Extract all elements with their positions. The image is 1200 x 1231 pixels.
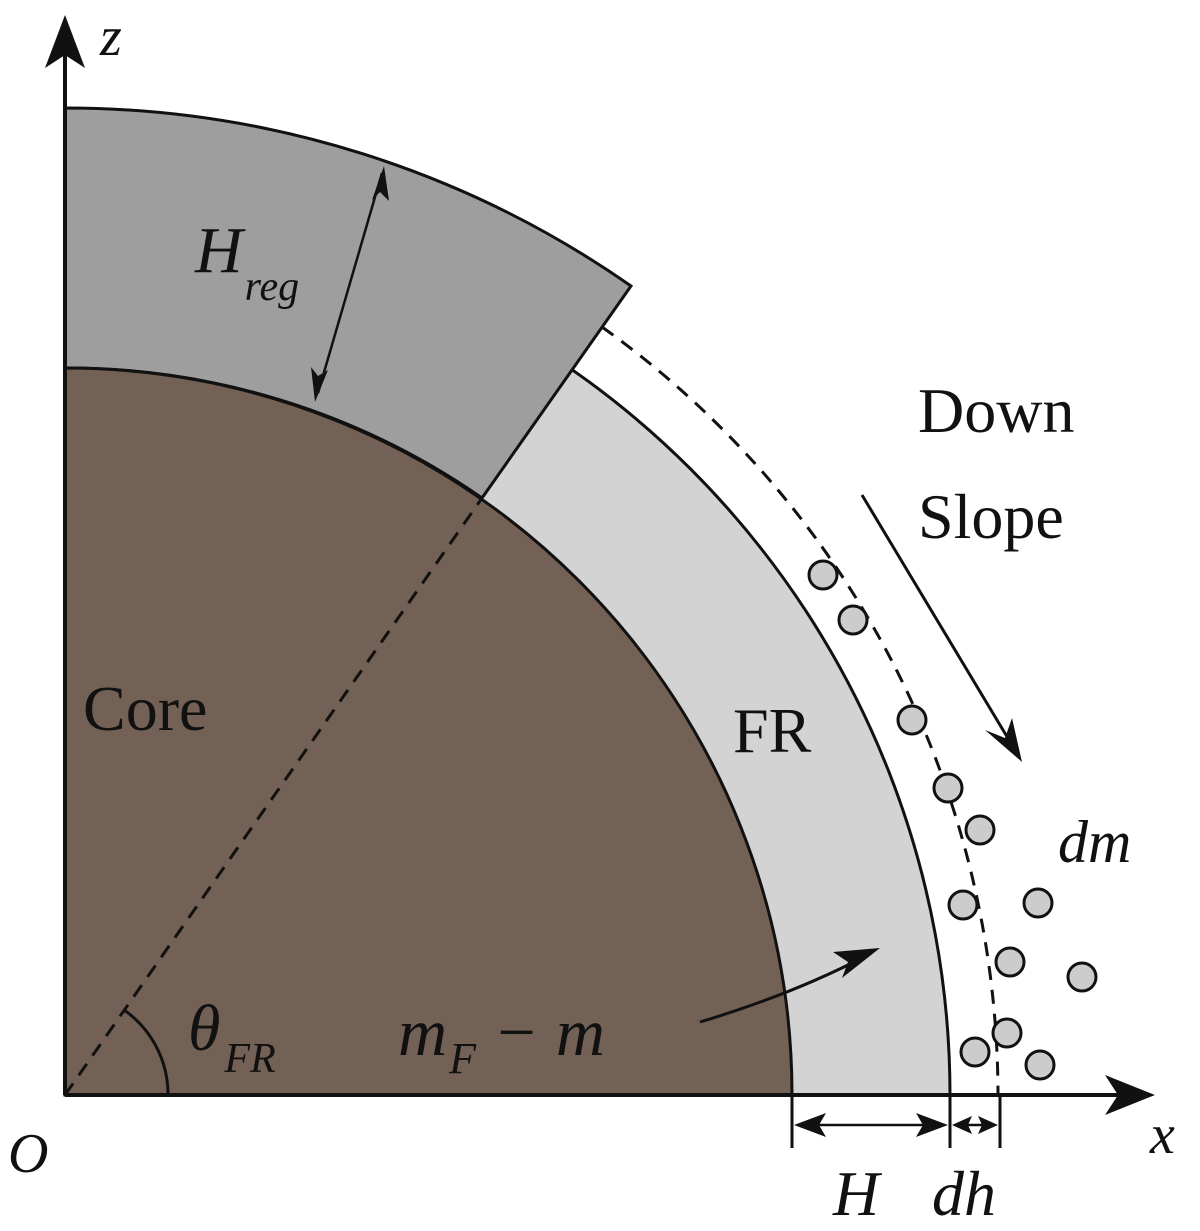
down-slope-arrowhead <box>985 718 1022 762</box>
dh-dim-arrow-left <box>952 1116 972 1134</box>
particle <box>964 814 996 846</box>
slope-label: Slope <box>918 481 1064 552</box>
mass-sub: F <box>448 1034 477 1083</box>
theta-sub: FR <box>223 1036 275 1082</box>
particle <box>1022 887 1054 919</box>
h-dim-arrow-right <box>916 1113 948 1137</box>
x-axis-label: x <box>1149 1104 1175 1166</box>
h-reg-label: Hreg <box>194 214 299 310</box>
origin-label: O <box>8 1123 48 1185</box>
x-axis-arrowhead <box>1105 1075 1155 1115</box>
fr-label: FR <box>733 695 812 766</box>
particle <box>837 604 869 636</box>
h-reg-arrowhead-bottom <box>311 367 328 402</box>
mass-rest: − m <box>476 994 605 1070</box>
particle <box>896 704 928 736</box>
h-dim-arrow-left <box>794 1113 826 1137</box>
dh-label: dh <box>932 1158 996 1229</box>
h-reg-main: H <box>194 214 246 287</box>
down-slope-arrow <box>860 494 1014 746</box>
h-reg-sub: reg <box>245 264 299 310</box>
mass-label: mF − m <box>398 994 605 1083</box>
particle <box>1066 961 1098 993</box>
particle <box>991 1017 1023 1049</box>
mass-flow-arrowhead <box>833 948 880 978</box>
theta-label: θFR <box>188 992 276 1082</box>
particle <box>994 946 1026 978</box>
h-reg-arrow <box>316 172 384 394</box>
theta-radius-line <box>63 497 484 1096</box>
dm-label: dm <box>1058 809 1131 875</box>
mass-m: m <box>398 994 447 1070</box>
h-label: H <box>832 1158 883 1229</box>
theta-angle-arc <box>123 1008 170 1096</box>
h-reg-arrowhead-top <box>372 166 389 201</box>
z-axis-label: z <box>99 6 122 68</box>
particle <box>959 1036 991 1068</box>
particle <box>932 772 964 804</box>
particle <box>807 559 839 591</box>
down-label: Down <box>918 375 1074 446</box>
particles <box>807 559 1098 1081</box>
core <box>63 366 794 1097</box>
flow-boundary-arc <box>601 325 1000 1096</box>
theta-main: θ <box>188 992 220 1065</box>
particle <box>1024 1049 1056 1081</box>
core-label: Core <box>83 673 207 744</box>
z-axis-arrowhead <box>45 15 85 68</box>
particle <box>947 889 979 921</box>
mass-flow-arrow <box>699 956 863 1024</box>
dh-dim-arrow-right <box>978 1116 998 1134</box>
